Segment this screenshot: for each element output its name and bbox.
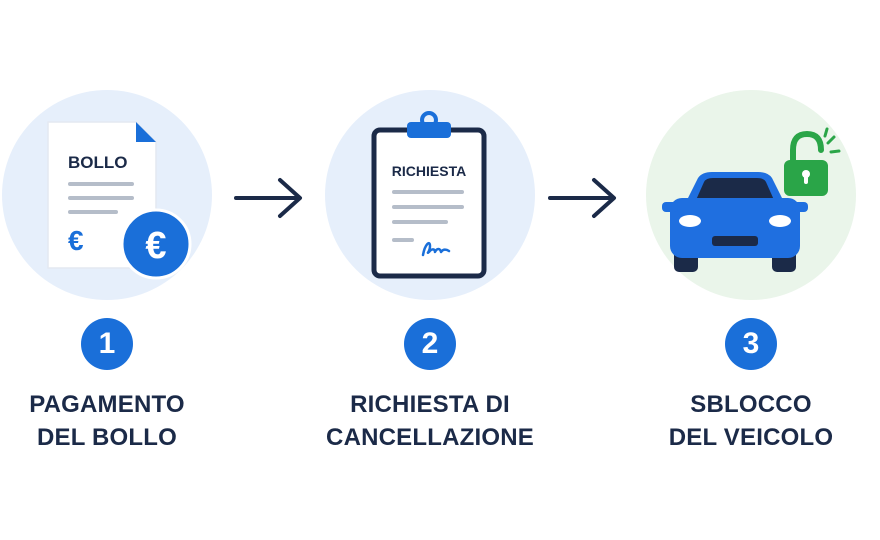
step-3-title-line1: SBLOCCO (690, 391, 812, 418)
step-2-title-line1: RICHIESTA DI (350, 391, 510, 418)
euro-symbol-coin: € (145, 225, 166, 267)
clipboard-signature-icon: RICHIESTA (371, 111, 487, 279)
step-3: 3 SBLOCCO DEL VEICOLO (620, 0, 880, 540)
step-2-title: RICHIESTA DI CANCELLAZIONE (299, 388, 561, 454)
doc-label-bollo: BOLLO (68, 153, 128, 172)
euro-coin-icon (120, 208, 192, 280)
step-3-title-line2: DEL VEICOLO (668, 424, 834, 451)
arrow-right-icon (548, 178, 616, 218)
step-2-title-line2: CANCELLAZIONE (326, 424, 534, 451)
document-euro-icon: BOLLO € € (47, 121, 192, 280)
step-1: BOLLO € € 1 PAGAMENTO DEL BOLLO (0, 0, 236, 540)
step-1-title-line2: DEL BOLLO (36, 424, 178, 451)
unlocked-padlock-icon (784, 127, 841, 196)
car-icon (662, 172, 808, 272)
step-3-title: SBLOCCO DEL VEICOLO (620, 388, 880, 454)
signature-icon (421, 242, 451, 257)
step-2: RICHIESTA 2 RICHIESTA DI CANCELLAZIONE (299, 0, 559, 540)
step-number-1: 1 (81, 318, 133, 370)
step-1-title-line1: PAGAMENTO (29, 391, 185, 418)
step-number-2: 2 (404, 318, 456, 370)
doc-label-richiesta: RICHIESTA (392, 163, 466, 179)
car-unlocked-icon (662, 127, 841, 272)
step-1-title: PAGAMENTO DEL BOLLO (0, 388, 238, 454)
euro-symbol-small: € (68, 225, 84, 256)
step-number-3: 3 (725, 318, 777, 370)
arrow-right-icon (234, 178, 302, 218)
